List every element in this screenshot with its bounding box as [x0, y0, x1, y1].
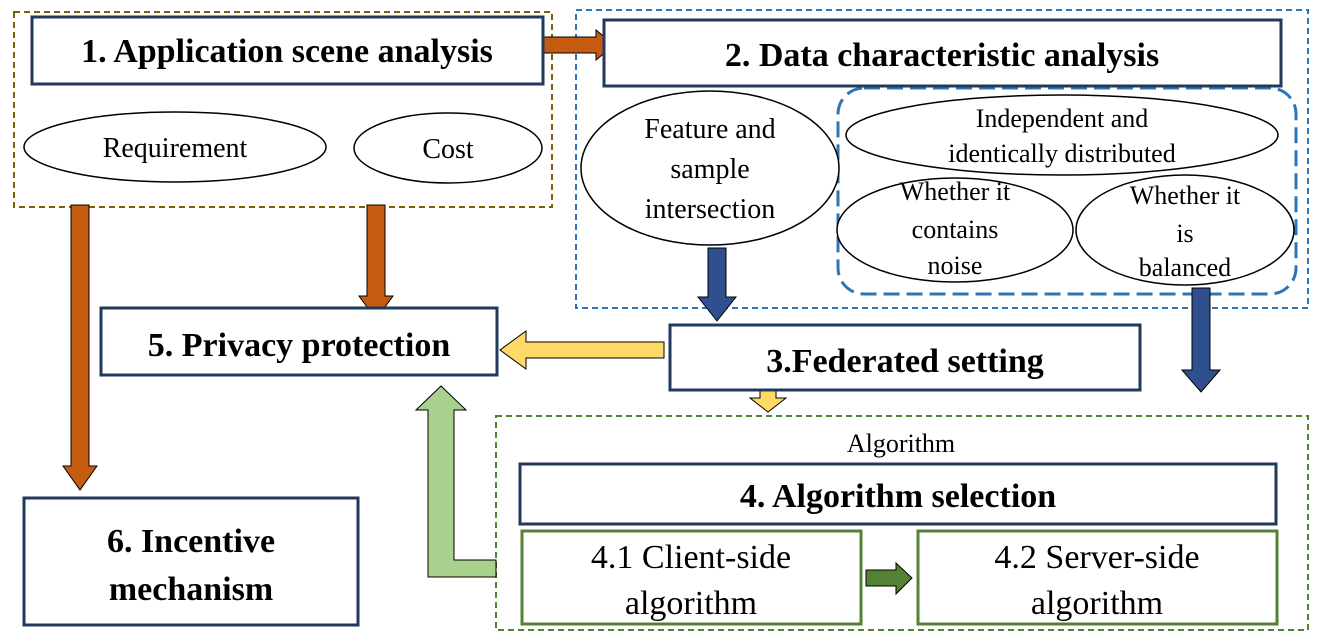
iid-ellipse: [845, 94, 1279, 176]
requirement-ellipse: [23, 111, 327, 183]
step4-title: 4. Algorithm selection: [740, 478, 1056, 515]
group-data-analysis: [575, 9, 1309, 309]
step3-box: [668, 323, 1142, 392]
client-line-2: algorithm: [625, 585, 757, 622]
step6-line-2: mechanism: [109, 571, 273, 608]
cost-label: Cost: [422, 134, 474, 165]
step2-box: [602, 18, 1283, 88]
arrow-balanced-down: [1180, 287, 1222, 393]
step2-title: 2. Data characteristic analysis: [725, 37, 1159, 74]
feature-line-2: sample: [670, 154, 749, 185]
step5-box: [99, 306, 499, 377]
noise-ellipse: [836, 177, 1074, 283]
server-algorithm-box: [916, 529, 1279, 626]
feature-intersection-ellipse: [580, 90, 840, 246]
balanced-line-1: Whether it: [1130, 181, 1241, 210]
balanced-line-2: is: [1176, 219, 1193, 248]
step5-title: 5. Privacy protection: [148, 327, 451, 364]
iid-line-2: identically distributed: [948, 139, 1175, 168]
arrow-cost-to-privacy: [358, 204, 394, 320]
algorithm-group-label: Algorithm: [847, 429, 955, 458]
step6-line-1: 6. Incentive: [107, 523, 275, 560]
arrow-federated-to-privacy: [499, 330, 665, 370]
client-line-1: 4.1 Client-side: [591, 539, 791, 576]
balanced-line-3: balanced: [1139, 253, 1231, 282]
balanced-ellipse: [1075, 174, 1295, 286]
group-distribution-checks: [836, 86, 1298, 296]
client-algorithm-box: [520, 529, 863, 626]
arrow-scene-to-incentive: [62, 204, 98, 491]
step3-title: 3.Federated setting: [766, 343, 1044, 380]
arrow-client-to-server: [865, 561, 913, 596]
feature-line-3: intersection: [645, 194, 776, 225]
arrow-client-to-privacy: [414, 385, 497, 578]
group-algorithm: [495, 415, 1309, 631]
noise-line-3: noise: [928, 251, 983, 280]
server-line-2: algorithm: [1031, 585, 1163, 622]
step1-box: [30, 15, 545, 86]
step1-title: 1. Application scene analysis: [81, 33, 493, 70]
cost-ellipse: [353, 112, 543, 184]
arrow-feature-to-federated: [696, 247, 738, 322]
noise-line-2: contains: [912, 215, 999, 244]
noise-line-1: Whether it: [900, 177, 1011, 206]
server-line-1: 4.2 Server-side: [994, 539, 1199, 576]
step6-box: [22, 496, 360, 627]
iid-line-1: Independent and: [976, 104, 1149, 133]
step4-box: [518, 462, 1278, 526]
feature-line-1: Feature and: [644, 114, 775, 145]
requirement-label: Requirement: [103, 133, 248, 164]
group-scene-analysis: [13, 11, 553, 208]
